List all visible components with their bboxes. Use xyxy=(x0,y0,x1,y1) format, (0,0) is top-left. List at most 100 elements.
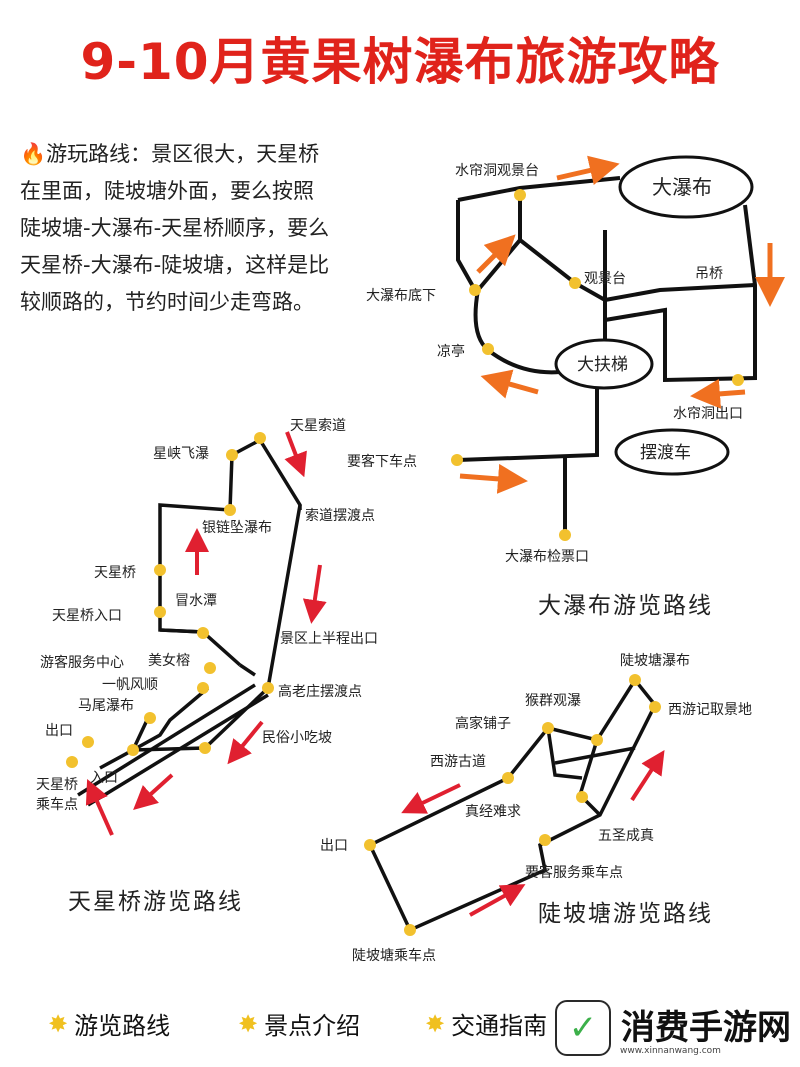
brand-url: www.xinnanwang.com xyxy=(620,1046,721,1056)
footer-item-routes[interactable]: ✸ 游览路线 xyxy=(48,1006,170,1041)
tianxing-labels: 天星索道 星峡飞瀑 银链坠瀑布 索道摆渡点 天星桥 冒水潭 天星桥入口 景区上半… xyxy=(36,417,378,915)
oval-big-waterfall-label: 大瀑布 xyxy=(652,175,712,199)
label-gaolaozhuang: 高老庄摆渡点 xyxy=(278,683,362,700)
node-ticket xyxy=(559,529,571,541)
label-maoshuitan: 冒水潭 xyxy=(175,592,217,609)
label-xiyouji: 西游记取景地 xyxy=(668,702,752,718)
sun-icon: ✸ xyxy=(48,1009,69,1038)
node-yinlian xyxy=(224,504,236,516)
label-service-stop: 要客服务乘车点 xyxy=(525,864,623,881)
node-visitor xyxy=(197,627,209,639)
label-dpt-exit: 出口 xyxy=(320,838,348,854)
doupotang-section-title: 陡坡塘游览路线 xyxy=(538,901,713,927)
footer-bar: ✸ 游览路线 ✸ 景点介绍 ✸ 交通指南 ✓ 消费手游网 www.xinnanw… xyxy=(0,1000,800,1060)
arrow xyxy=(459,463,528,494)
brand-watermark: ✓ 消费手游网 xyxy=(555,1000,791,1056)
arrow xyxy=(690,378,746,409)
node-bus xyxy=(66,756,78,768)
node-wusheng xyxy=(539,834,551,846)
label-fall-bottom: 大瀑布底下 xyxy=(366,288,436,304)
arrow xyxy=(469,884,526,917)
arrow xyxy=(476,234,516,274)
node-entrance-tx xyxy=(154,606,166,618)
node-tianxingqiao xyxy=(154,564,166,576)
label-entrance: 入口 xyxy=(90,770,118,786)
node-exit xyxy=(82,736,94,748)
label-meinvrong: 美女榕 xyxy=(148,652,190,669)
label-entrance-tx: 天星桥入口 xyxy=(52,608,122,624)
node-dpt-bus xyxy=(404,924,416,936)
dapubu-labels: 水帘洞观景台 观景台 吊桥 大瀑布底下 凉亭 水帘洞出口 要客下车点 大瀑布检票… xyxy=(347,163,743,619)
oval-escalator-label: 大扶梯 xyxy=(577,355,628,375)
node-meinvrong xyxy=(204,662,216,674)
label-dpt-bus: 陡坡塘乘车点 xyxy=(352,947,436,964)
footer-item-spots[interactable]: ✸ 景点介绍 xyxy=(238,1006,360,1041)
node-mawei xyxy=(144,712,156,724)
dapubu-section-title: 大瀑布游览路线 xyxy=(538,593,713,619)
label-bus-stop-1: 天星桥 xyxy=(36,777,78,793)
label-shuilian-view: 水帘洞观景台 xyxy=(455,163,539,179)
page-title: 9-10月黄果树瀑布旅游攻略 xyxy=(80,33,720,91)
arrow xyxy=(556,155,620,185)
label-xiyou-street: 西游古道 xyxy=(430,754,486,770)
dapubu-arrows xyxy=(459,155,785,494)
label-shuilian-exit: 水帘洞出口 xyxy=(673,406,743,422)
oval-escalator xyxy=(554,338,654,390)
arrow xyxy=(133,773,174,811)
tianxing-nodes xyxy=(66,432,274,768)
route-maps: 大瀑布 大扶梯 摆渡车 水帘洞观景台 观景台 吊桥 大瀑布底下 凉亭 水帘洞出口… xyxy=(36,155,785,964)
node-dropoff xyxy=(451,454,463,466)
node-yifan xyxy=(197,682,209,694)
label-dpt-fall: 陡坡塘瀑布 xyxy=(620,653,690,669)
node-cableway-top xyxy=(254,432,266,444)
oval-big-waterfall xyxy=(618,155,754,219)
footer-item-transport[interactable]: ✸ 交通指南 xyxy=(425,1006,547,1041)
arrow xyxy=(630,749,665,802)
label-mawei: 马尾瀑布 xyxy=(78,698,134,714)
node-gaolao xyxy=(262,682,274,694)
node-zhenjing xyxy=(576,791,588,803)
arrow xyxy=(480,369,539,399)
node-entrance xyxy=(127,744,139,756)
footer-label: 游览路线 xyxy=(74,1012,171,1040)
footer-label: 景点介绍 xyxy=(264,1012,361,1040)
label-ticket: 大瀑布检票口 xyxy=(505,549,589,565)
fire-icon: 🔥 xyxy=(20,142,47,166)
intro-text-block: 🔥游玩路线：景区很大，天星桥在里面，陡坡塘外面，要么按照陡坡塘-大瀑布-天星桥顺… xyxy=(20,136,330,321)
node-view-platform xyxy=(514,189,526,201)
brand-name: 消费手游网 xyxy=(621,1008,791,1048)
doupotang-nodes xyxy=(364,674,661,936)
tianxing-arrows xyxy=(85,431,327,836)
label-yinlian: 银链坠瀑布 xyxy=(202,520,272,536)
tianxing-section-title: 天星桥游览路线 xyxy=(68,889,243,915)
node-xiyouji xyxy=(649,701,661,713)
node-hougun xyxy=(542,722,554,734)
label-minsu: 民俗小吃坡 xyxy=(262,730,332,746)
label-upper-exit: 景区上半程出口 xyxy=(280,631,378,647)
label-zhenjing: 真经难求 xyxy=(465,804,521,820)
label-dropoff: 要客下车点 xyxy=(347,453,417,470)
node-minsu xyxy=(199,742,211,754)
leaf-logo-icon: ✓ xyxy=(555,1000,611,1056)
node-dpt-exit xyxy=(364,839,376,851)
label-yifan: 一帆风顺 xyxy=(102,677,158,693)
label-cable-ferry: 索道摆渡点 xyxy=(305,507,375,524)
node-observation xyxy=(569,277,581,289)
label-pavilion: 凉亭 xyxy=(437,343,465,360)
node-dpt-fall xyxy=(629,674,641,686)
label-observation: 观景台 xyxy=(584,271,626,287)
arrow xyxy=(401,783,461,814)
label-cableway: 天星索道 xyxy=(290,417,346,434)
footer-label: 交通指南 xyxy=(451,1012,548,1040)
arrow xyxy=(85,779,114,836)
label-tianxingqiao: 天星桥 xyxy=(94,565,136,581)
oval-ferry xyxy=(614,428,730,476)
doupotang-labels: 陡坡塘瀑布 猴群观瀑 西游记取景地 高家铺子 西游古道 真经难求 五圣成真 出口… xyxy=(320,653,752,964)
oval-ferry-label: 摆渡车 xyxy=(640,443,691,463)
sun-icon: ✸ xyxy=(425,1009,446,1038)
node-fall-bottom xyxy=(469,284,481,296)
arrow xyxy=(302,564,327,624)
node-xingxia xyxy=(226,449,238,461)
label-bus-stop-2: 乘车点 xyxy=(36,796,78,813)
label-visitor-center: 游客服务中心 xyxy=(40,654,124,671)
